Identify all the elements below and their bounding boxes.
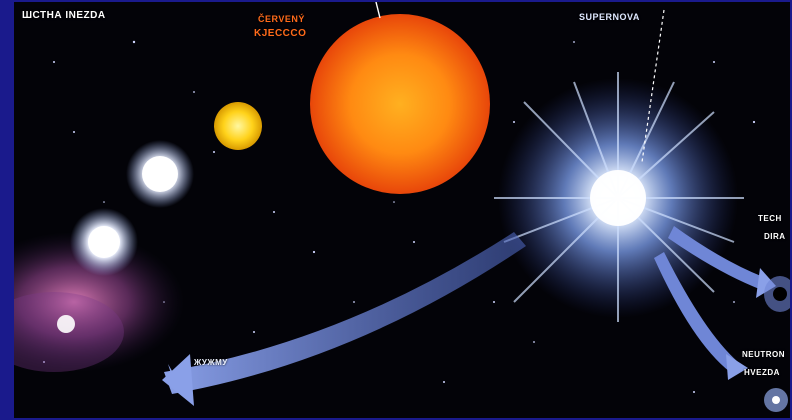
white-star-core: [142, 156, 178, 192]
sun-like-star: [214, 102, 262, 150]
label-protostar: ШСТНА INEZDA: [22, 10, 106, 21]
neutron-star: [772, 396, 780, 404]
label-red-giant-line1: ČERVENÝ: [258, 14, 305, 24]
red-giant: [310, 14, 490, 194]
arrow-left-tip: [162, 354, 194, 406]
young-star-core: [88, 226, 120, 258]
black-hole: [773, 287, 787, 301]
label-arrow-left: ЖУЖМУ: [194, 358, 228, 367]
arrow-left-body: [164, 232, 526, 394]
protostar: [57, 315, 75, 333]
label-black-hole-line2: DIRA: [764, 232, 786, 241]
supernova: [494, 72, 744, 322]
stellar-evolution-illustration: [14, 2, 790, 418]
pointer-line: [376, 2, 380, 18]
label-supernova: SUPERNOVA: [579, 12, 640, 22]
space-background: ШСТНА INEZDA ČERVENÝ KJECCCO SUPERNOVA Т…: [14, 2, 790, 418]
label-red-giant-line2: KJECCCO: [254, 28, 306, 39]
label-black-hole-line1: ТЕСН: [758, 214, 782, 223]
label-neutron-star-line2: HVEZDA: [744, 368, 780, 377]
label-neutron-star-line1: NEUTRON: [742, 350, 785, 359]
